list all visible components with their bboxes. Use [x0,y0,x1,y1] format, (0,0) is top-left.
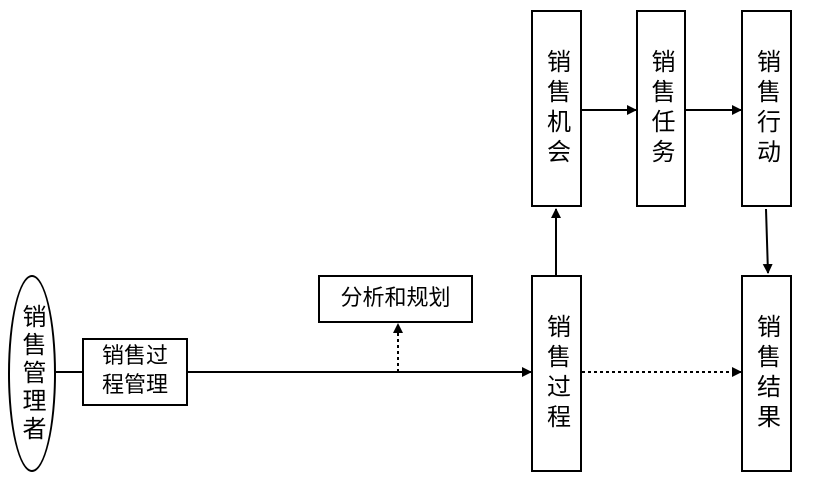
node-sales-process-management-line2: 程管理 [101,373,168,398]
node-sales-task: 销售任务 [636,10,686,207]
node-sales-process-management-line1: 销售过 [101,344,168,370]
node-sales-opportunity-label: 销售机会 [542,48,571,169]
node-sales-result-label: 销售结果 [752,313,781,434]
node-sales-result: 销售结果 [741,275,792,472]
node-sales-process-label: 销售过程 [542,313,571,434]
node-sales-action: 销售行动 [741,10,792,207]
node-sales-process: 销售过程 [531,275,582,472]
node-analysis-planning-label: 分析和规划 [340,285,451,311]
node-sales-manager: 销售管理者 [8,275,56,472]
node-analysis-planning: 分析和规划 [318,275,473,323]
node-sales-task-label: 销售任务 [647,48,675,169]
node-sales-opportunity: 销售机会 [531,10,582,207]
node-sales-action-label: 销售行动 [752,48,781,169]
node-sales-manager-label: 销售管理者 [18,303,46,444]
node-sales-process-management: 销售过 程管理 [82,338,188,406]
edge-action-to-result [762,208,773,274]
